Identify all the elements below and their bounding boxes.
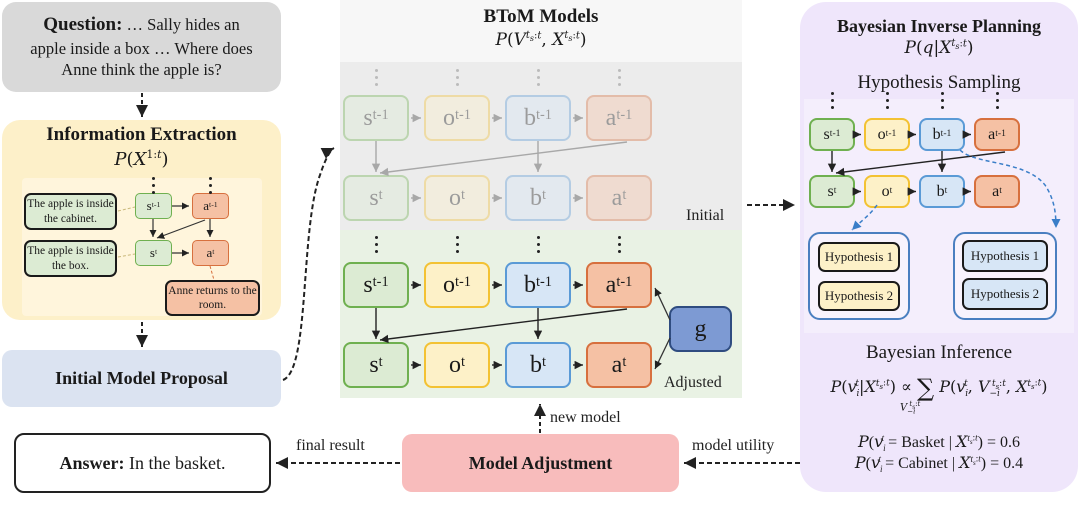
hypothesis-sampling-title: Hypothesis Sampling [857, 72, 1021, 93]
initial-model-proposal-box: Initial Model Proposal [2, 350, 281, 407]
initial-ellipsis-action [617, 69, 622, 90]
hypothesis-belief-1: Hypothesis 1 [962, 240, 1048, 272]
hypothesis-observation-1: Hypothesis 1 [818, 242, 900, 272]
probability-basket: 0.6 [999, 434, 1020, 451]
bip-ellipsis-state [830, 92, 835, 113]
edge-proposal-to-btom [282, 147, 335, 381]
bayesian-inference-formula: P(vit|Xts:t) ∝ ∑ P(vit, V−its:t, Xts:t) [830, 374, 1048, 402]
model-adjustment-box: Model Adjustment [402, 434, 679, 492]
edge-label-final-result: final result [296, 437, 365, 454]
initial-ellipsis-state [374, 69, 379, 90]
goal-node: g [669, 306, 732, 352]
ie-ellipsis-state [152, 177, 156, 198]
adjusted-ellipsis-state [374, 236, 379, 257]
adjusted-ellipsis-action [617, 236, 622, 257]
note-anne-returns: Anne returns to the room. [165, 280, 260, 316]
adjusted-label: Adjusted [664, 374, 722, 391]
info-extraction-formula: P(X1:t) [114, 148, 169, 170]
bayesian-inference-title: Bayesian Inference [865, 342, 1013, 363]
note-text: The apple is inside the cabinet. [27, 198, 114, 225]
bip-formula: P(q|Xts:t) [904, 38, 974, 58]
model-adjustment-label: Model Adjustment [468, 452, 613, 473]
result-basket: P(vit = Basket | Xts:t) = 0.6 [858, 432, 1020, 454]
question-text-1: … Sally hides an [126, 15, 240, 35]
answer-text: In the basket. [129, 452, 226, 473]
note-apple-in-box: The apple is inside the box. [24, 240, 117, 277]
question-label: Question: [43, 14, 123, 36]
question-text-2: apple inside a box … Where does [30, 38, 253, 58]
sum-subscript: V−its:t [900, 400, 921, 416]
probability-cabinet: 0.4 [1003, 455, 1024, 472]
initial-model-proposal-label: Initial Model Proposal [55, 368, 228, 388]
adjusted-ellipsis-belief [536, 236, 541, 257]
ie-ellipsis-action [209, 177, 213, 198]
note-apple-in-cabinet: The apple is inside the cabinet. [24, 193, 117, 230]
info-extraction-title: Information Extraction [46, 124, 237, 145]
question-text-3: Anne think the apple is? [61, 60, 222, 80]
btom-title: BToM Models [483, 6, 599, 27]
edge-label-model-utility: model utility [692, 437, 775, 454]
note-text: The apple is inside the box. [27, 245, 114, 272]
note-text: Anne returns to the room. [168, 284, 257, 311]
bip-ellipsis-observation [885, 92, 890, 113]
question-box: Question: … Sally hides an apple inside … [2, 2, 281, 92]
initial-ellipsis-observation [455, 69, 460, 90]
bip-ellipsis-action [995, 92, 1000, 113]
answer-label: Answer: [59, 452, 125, 473]
answer-box: Answer: In the basket. [14, 433, 271, 493]
hypothesis-observation-2: Hypothesis 2 [818, 281, 900, 311]
adjusted-ellipsis-observation [455, 236, 460, 257]
initial-ellipsis-belief [536, 69, 541, 90]
edge-label-new-model: new model [550, 409, 621, 426]
bip-ellipsis-belief [940, 92, 945, 113]
result-cabinet: P(vit = Cabinet | Xts:t) = 0.4 [854, 453, 1024, 475]
hypothesis-belief-2: Hypothesis 2 [962, 278, 1048, 310]
initial-label: Initial [686, 207, 725, 224]
btom-formula: P(Vts:t, Xts:t) [495, 30, 587, 50]
bip-title: Bayesian Inverse Planning [836, 16, 1042, 36]
